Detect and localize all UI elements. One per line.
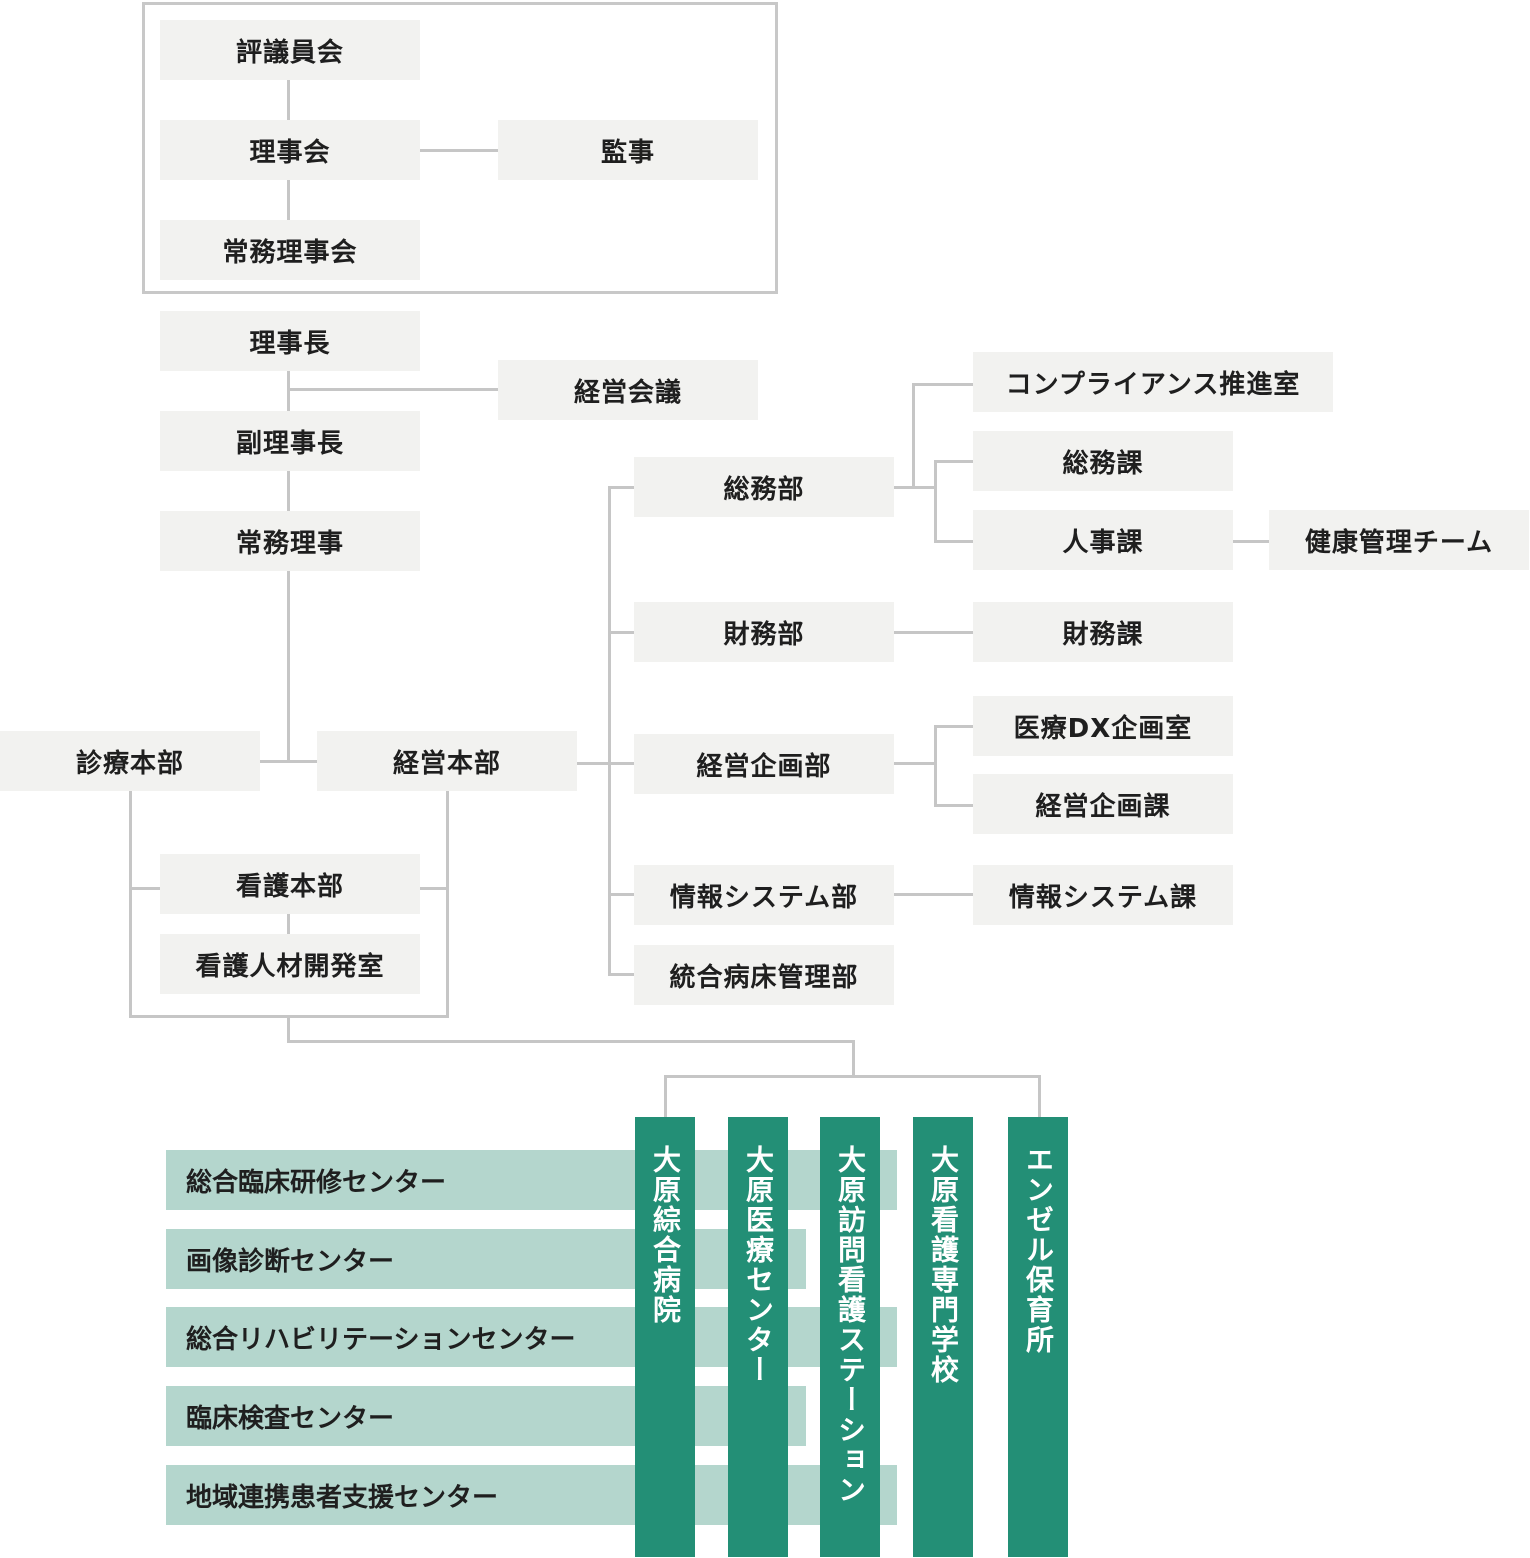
management-meeting-box: 経営会議 — [498, 360, 758, 420]
facility-column: 大原綜合病院 — [635, 1117, 695, 1557]
planning-dept-box: 経営企画部 — [634, 734, 894, 794]
auditor-box: 監事 — [498, 120, 758, 180]
facility-label: 大原看護専門学校 — [927, 1145, 960, 1385]
nursing-hq-box: 看護本部 — [160, 854, 420, 914]
facility-column: エンゼル保育所 — [1008, 1117, 1068, 1557]
facility-column: 大原看護専門学校 — [913, 1117, 973, 1557]
facility-column: 大原訪問看護ステーション — [820, 1117, 880, 1557]
facility-label: 大原医療センター — [742, 1145, 775, 1385]
managing-director-box: 常務理事 — [160, 511, 420, 571]
nursing-hr-box: 看護人材開発室 — [160, 934, 420, 994]
facility-column: 大原医療センター — [728, 1117, 788, 1557]
board-box: 理事会 — [160, 120, 420, 180]
center-bar: 臨床検査センター — [166, 1386, 806, 1446]
info-systems-dept-box: 情報システム部 — [634, 865, 894, 925]
hr-section-box: 人事課 — [973, 510, 1233, 570]
vice-chairman-box: 副理事長 — [160, 411, 420, 471]
facility-label: 大原綜合病院 — [649, 1145, 682, 1325]
center-bar: 画像診断センター — [166, 1229, 806, 1289]
general-affairs-section-box: 総務課 — [973, 431, 1233, 491]
medical-dx-office-box: 医療DX企画室 — [973, 696, 1233, 756]
management-hq-box: 経営本部 — [317, 731, 577, 791]
health-team-box: 健康管理チーム — [1269, 510, 1529, 570]
bed-management-dept-box: 統合病床管理部 — [634, 945, 894, 1005]
info-systems-section-box: 情報システム課 — [973, 865, 1233, 925]
chairman-box: 理事長 — [160, 311, 420, 371]
general-affairs-dept-box: 総務部 — [634, 457, 894, 517]
medical-hq-box: 診療本部 — [0, 731, 260, 791]
planning-section-box: 経営企画課 — [973, 774, 1233, 834]
compliance-office-box: コンプライアンス推進室 — [973, 352, 1333, 412]
finance-dept-box: 財務部 — [634, 602, 894, 662]
executive-board-box: 常務理事会 — [160, 220, 420, 280]
facility-label: 大原訪問看護ステーション — [834, 1145, 867, 1505]
finance-section-box: 財務課 — [973, 602, 1233, 662]
governance-frame — [142, 2, 778, 294]
councilors-box: 評議員会 — [160, 20, 420, 80]
facility-label: エンゼル保育所 — [1022, 1145, 1055, 1355]
